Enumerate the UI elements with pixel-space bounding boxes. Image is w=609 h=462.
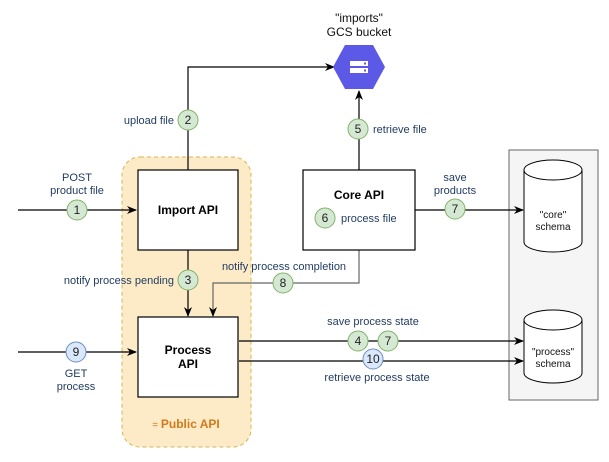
step-number-8: 8: [280, 276, 287, 290]
step-number-1: 1: [74, 203, 81, 217]
step-9-label-line1: GET: [65, 368, 88, 380]
step-number-7b: 7: [385, 334, 392, 348]
bucket-label-line2: GCS bucket: [327, 25, 392, 39]
process-schema-label-line1: "process": [532, 347, 575, 358]
step-number-6: 6: [322, 211, 329, 225]
step-badge-10: [362, 348, 384, 370]
step-5-label: retrieve file: [373, 124, 427, 136]
step-9-label-line2: process: [57, 381, 96, 393]
step-8-label: notify process completion: [222, 261, 346, 273]
step-6-label: process file: [341, 213, 397, 225]
step-badge-1: [66, 199, 88, 221]
public-api-legend: = Public API: [152, 417, 220, 431]
process-api-title-line2: API: [178, 357, 198, 371]
step-1-label-line2: product file: [50, 185, 104, 197]
step-number-4: 4: [355, 334, 362, 348]
step-badge-4: [347, 330, 369, 352]
import-api-title: Import API: [158, 203, 218, 217]
step-7-label-line1: save: [443, 172, 466, 184]
core-schema-label-line1: "core": [540, 210, 567, 221]
edge-upload-file: [187, 63, 335, 170]
step-number-5: 5: [355, 122, 362, 136]
step-number-7a: 7: [452, 202, 459, 216]
step-7-label-line2: products: [434, 185, 477, 197]
step-number-3: 3: [185, 273, 192, 287]
step-badge-6: [314, 207, 336, 229]
gcs-bucket-icon[interactable]: [333, 45, 385, 89]
process-schema-database[interactable]: [523, 309, 583, 384]
step-4-label: save process state: [327, 316, 419, 328]
step-badge-2: [177, 109, 199, 131]
step-10-label: retrieve process state: [324, 372, 429, 384]
step-2-label: upload file: [124, 115, 174, 127]
import-api-box[interactable]: [137, 169, 239, 251]
step-badge-8: [272, 272, 294, 294]
step-badge-5: [347, 118, 369, 140]
step-number-9: 9: [73, 345, 80, 359]
core-api-title: Core API: [334, 188, 384, 202]
core-schema-database[interactable]: [523, 159, 583, 253]
step-badge-7-save-products: [444, 198, 466, 220]
process-api-title-line1: Process: [165, 343, 212, 357]
step-badge-7-save-process-state: [377, 330, 399, 352]
step-1-label-line1: POST: [62, 172, 92, 184]
bucket-label-line1: "imports": [335, 11, 383, 25]
step-badge-3: [177, 269, 199, 291]
step-number-10: 10: [366, 352, 380, 366]
process-api-box[interactable]: [137, 316, 239, 398]
step-3-label: notify process pending: [64, 275, 174, 287]
process-schema-label-line2: schema: [535, 359, 570, 370]
core-schema-label-line2: schema: [535, 222, 570, 233]
step-badge-9: [65, 341, 87, 363]
step-number-2: 2: [185, 113, 192, 127]
